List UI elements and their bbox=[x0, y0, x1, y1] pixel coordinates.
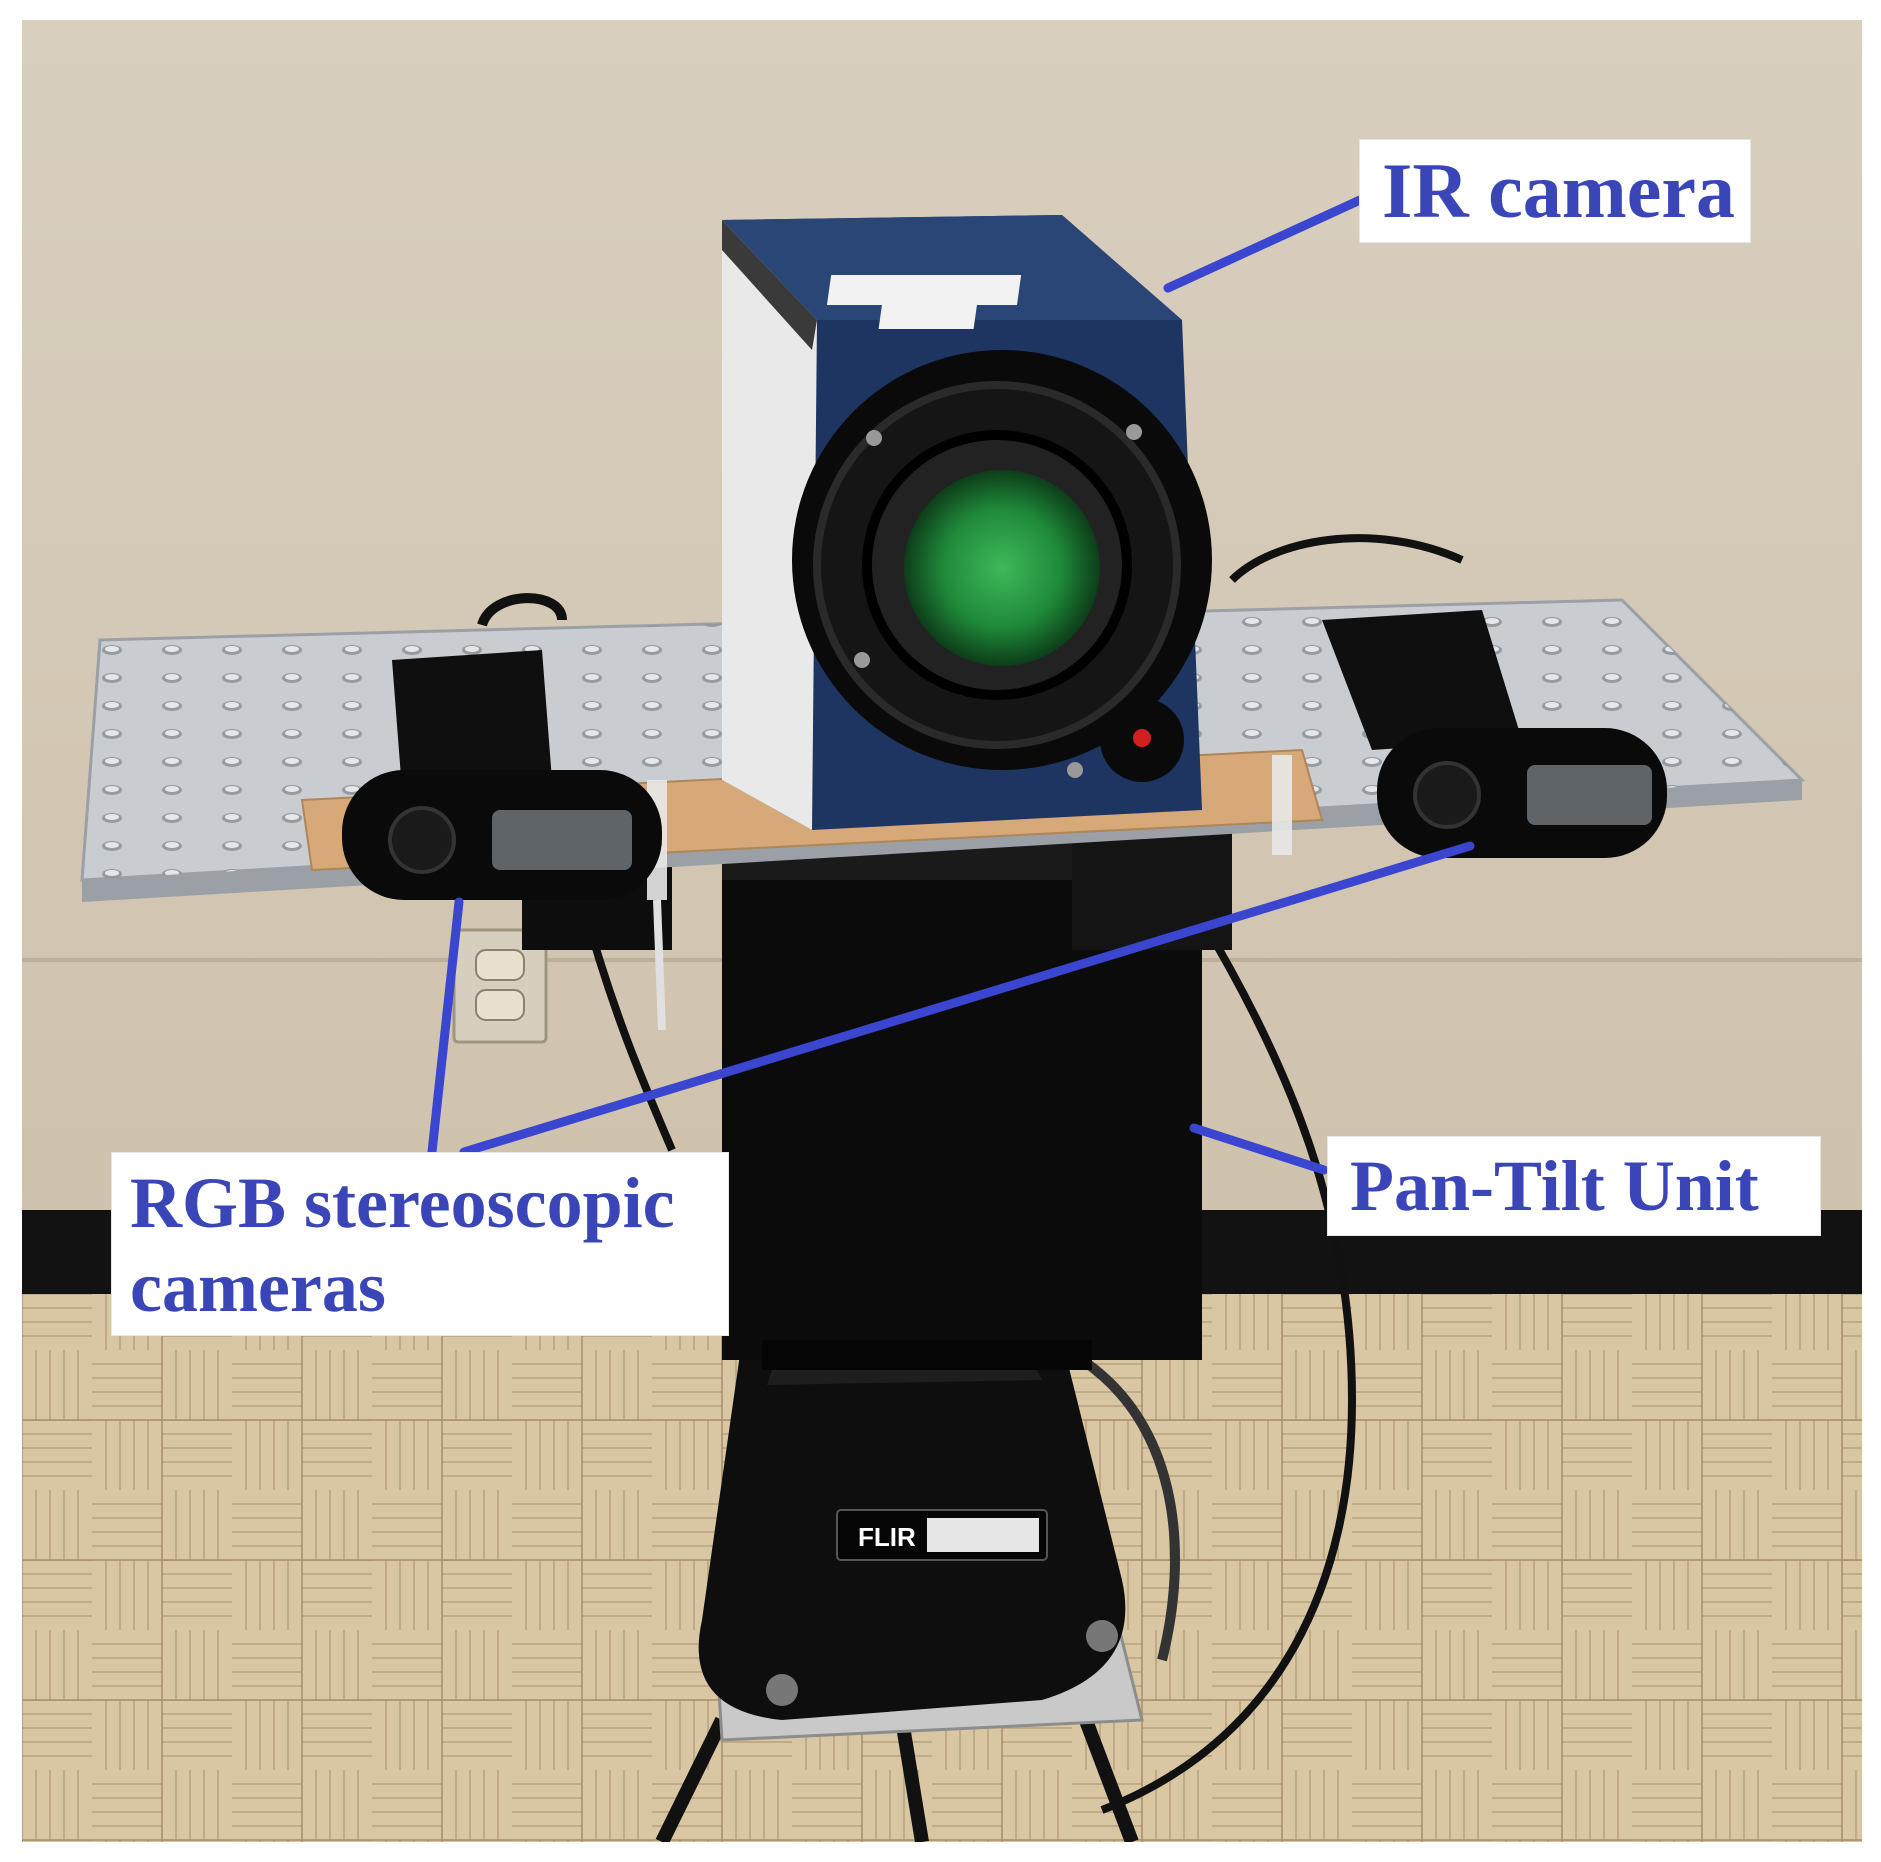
ir-camera-label: IR camera bbox=[1360, 140, 1750, 242]
wall-outlet bbox=[452, 928, 548, 1044]
rgb-label-line-2: cameras bbox=[130, 1247, 386, 1327]
pan-tilt-unit-label: Pan-Tilt Unit bbox=[1328, 1137, 1820, 1235]
tripod-legs bbox=[655, 1707, 1139, 1842]
rgb-camera-right bbox=[1322, 610, 1667, 858]
flir-brand-text: FLIR bbox=[858, 1522, 916, 1552]
pan-tilt-pedestal: FLIR bbox=[698, 1340, 1126, 1720]
scene-illustration: FLIR bbox=[22, 20, 1862, 1842]
callout-lines bbox=[427, 195, 1475, 1175]
photo: FLIR bbox=[22, 20, 1862, 1842]
ir-camera bbox=[722, 215, 1212, 830]
rgb-label-line-1: RGB stereoscopic bbox=[130, 1163, 675, 1243]
rgb-camera-left bbox=[342, 593, 662, 900]
rgb-cameras-label: RGB stereoscopic cameras bbox=[112, 1153, 728, 1335]
